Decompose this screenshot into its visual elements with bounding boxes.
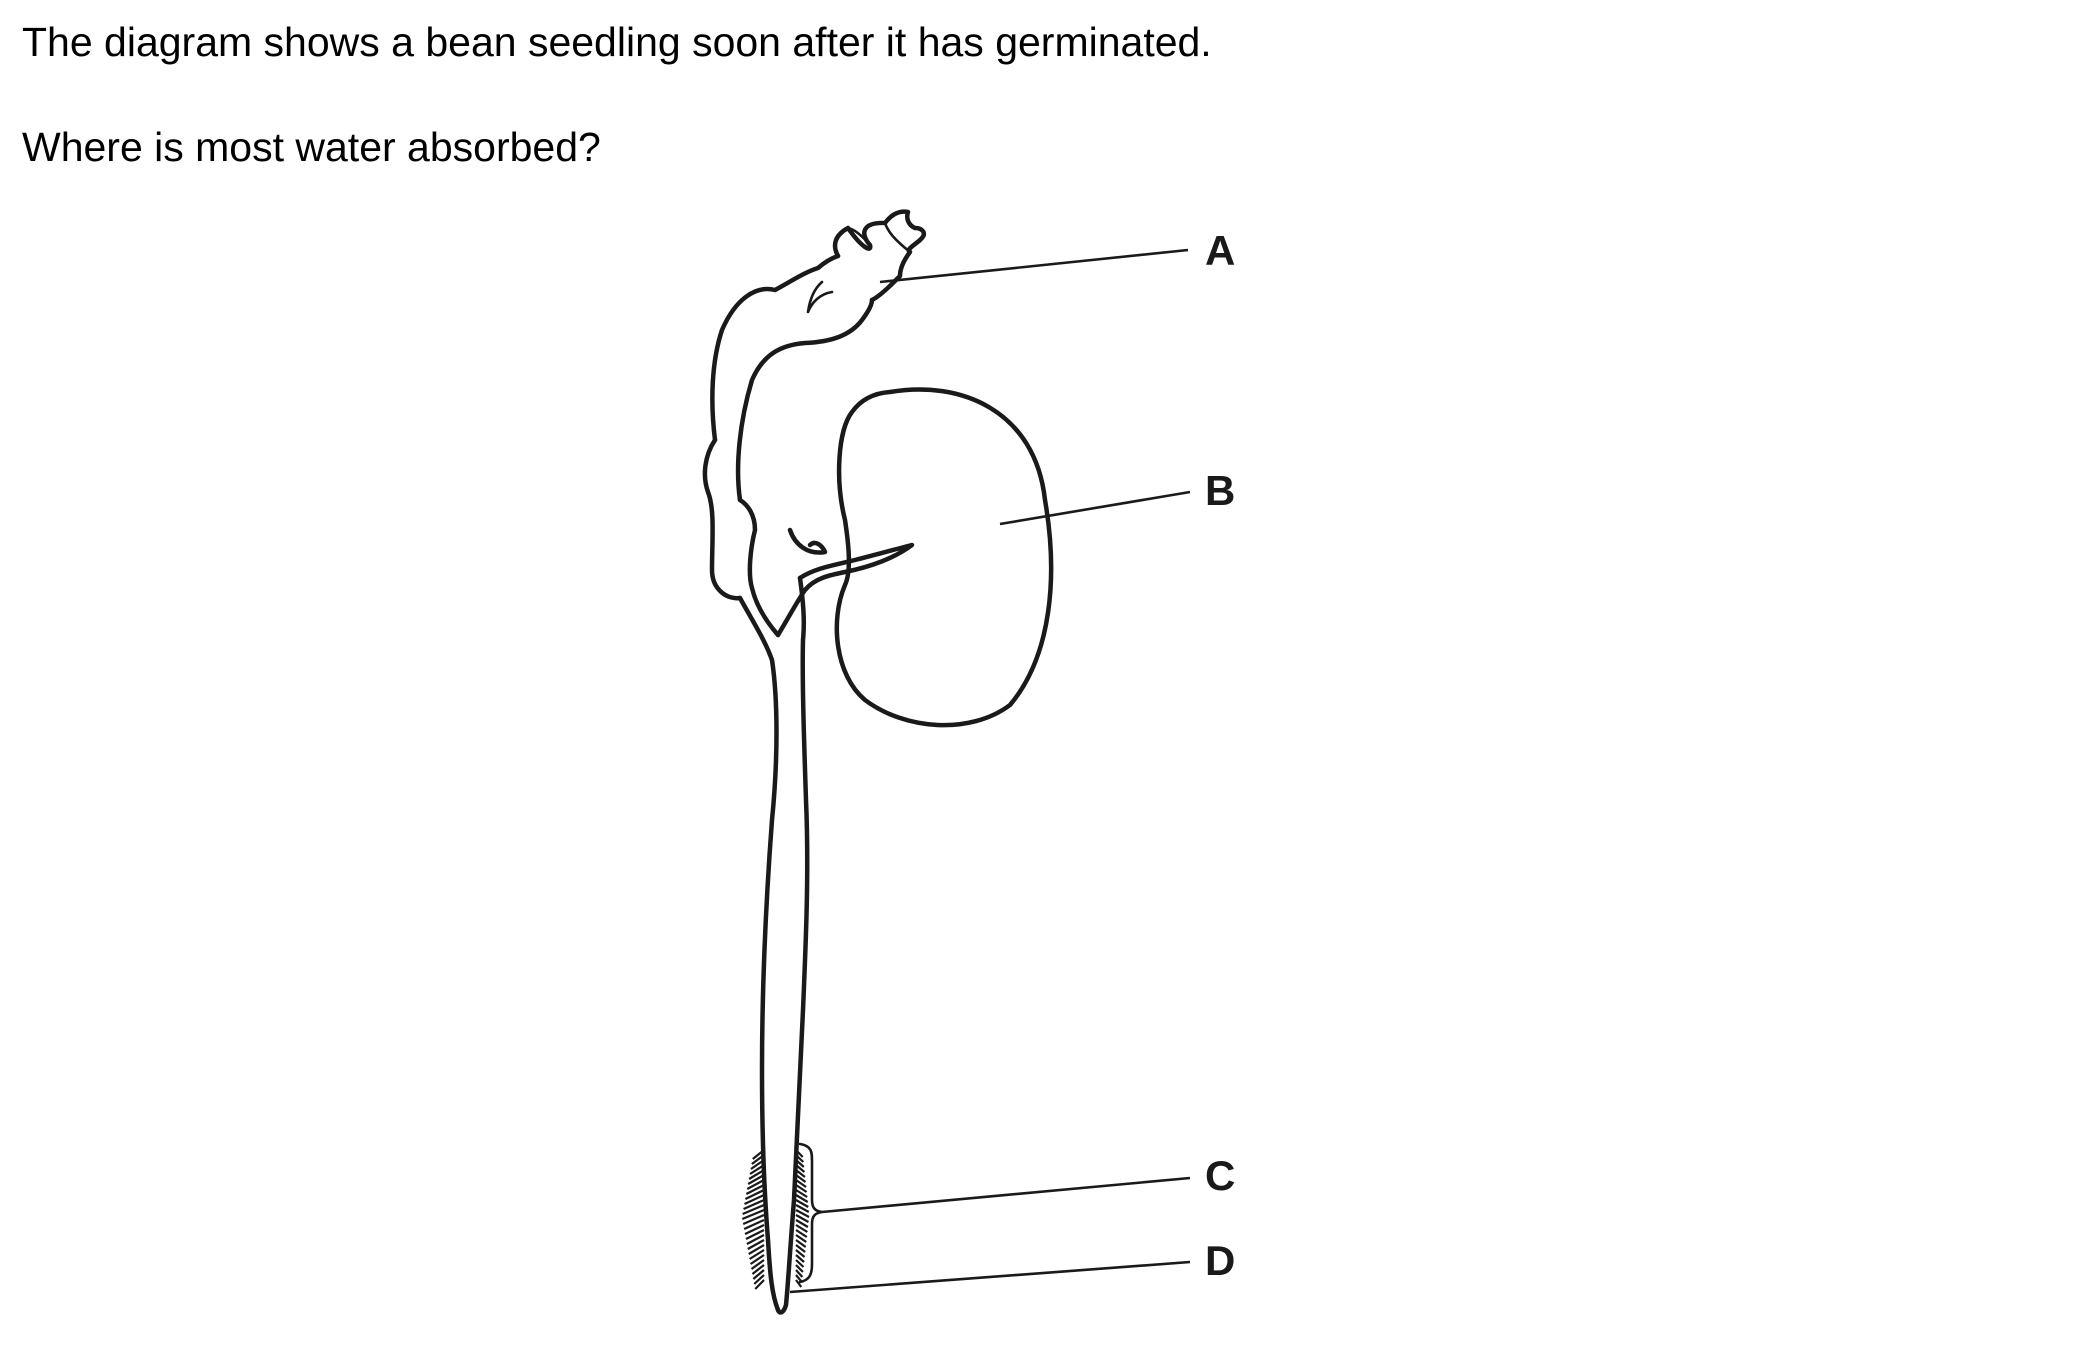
hypocotyl-outer [710, 253, 841, 443]
cotyledon [834, 387, 1054, 728]
label-a: A [1205, 227, 1235, 274]
root-hair [745, 1229, 765, 1240]
root-hair [795, 1209, 810, 1218]
question-prompt: Where is most water absorbed? [22, 124, 601, 170]
root-hair [795, 1164, 806, 1173]
root-hair [744, 1224, 765, 1235]
leader-a [879, 248, 1189, 284]
root-hair [745, 1184, 765, 1195]
root-hair [743, 1218, 765, 1231]
root-hair [795, 1159, 805, 1168]
root-hair [742, 1213, 765, 1226]
root-hair [747, 1239, 765, 1250]
plumule-leaf [846, 221, 912, 254]
plumule [832, 209, 927, 303]
root-hair [749, 1249, 765, 1260]
hypocotyl-inner [735, 297, 875, 503]
leader-d [789, 1260, 1191, 1294]
root-hair [795, 1224, 808, 1233]
root-hair [795, 1154, 805, 1163]
root-hair [795, 1219, 809, 1228]
root-hair [795, 1264, 804, 1273]
root-hair [741, 1208, 765, 1221]
root-hair [746, 1179, 765, 1190]
question-text: The diagram shows a bean seedling soon a… [22, 19, 1212, 65]
root-hair [748, 1244, 765, 1255]
root-hair [795, 1204, 810, 1213]
root-hair [744, 1194, 765, 1205]
root-hair [749, 1164, 765, 1175]
root-hair [795, 1184, 808, 1193]
root-hair [795, 1239, 807, 1248]
root-hair [747, 1174, 765, 1185]
root-hair [795, 1254, 805, 1263]
root-hair [751, 1264, 765, 1275]
root-hair [795, 1174, 807, 1183]
root-hair [744, 1189, 765, 1200]
seed-coat [702, 437, 743, 601]
root-hair [795, 1194, 809, 1203]
root-hair [753, 1274, 765, 1285]
radicle-left-edge [737, 595, 781, 1313]
label-d: D [1205, 1237, 1235, 1284]
root-hair [795, 1199, 809, 1208]
root-hair [743, 1198, 765, 1211]
root-hair [795, 1244, 806, 1253]
root-hair [795, 1229, 808, 1238]
root-hair [750, 1259, 765, 1270]
plumule-bud [806, 280, 834, 314]
cotyledon-stalk-left [787, 527, 828, 555]
root-hair [754, 1279, 765, 1290]
root-hair [746, 1234, 765, 1245]
root-hair [795, 1259, 805, 1268]
root-hair [795, 1234, 807, 1243]
root-hair [742, 1203, 765, 1216]
label-c: C [1205, 1152, 1235, 1199]
root-hair [795, 1214, 810, 1223]
label-b: B [1205, 467, 1235, 514]
root-hair [751, 1154, 765, 1165]
root-hair [795, 1269, 804, 1278]
root-hair [795, 1169, 806, 1178]
root-hair [795, 1279, 803, 1288]
root-hair [752, 1149, 765, 1160]
root-hairs [741, 1149, 810, 1290]
leader-b [999, 490, 1191, 526]
root-hair [795, 1189, 808, 1198]
root-hair [748, 1169, 765, 1180]
seed-coat-inner [737, 497, 781, 638]
root-hair [752, 1269, 765, 1280]
root-hair [795, 1249, 806, 1258]
leader-c [821, 1176, 1191, 1214]
root-hair [749, 1254, 765, 1265]
root-hair [795, 1149, 804, 1158]
root-hair [750, 1159, 765, 1170]
radicle-right-edge [775, 575, 810, 1315]
root-hair [795, 1179, 807, 1188]
